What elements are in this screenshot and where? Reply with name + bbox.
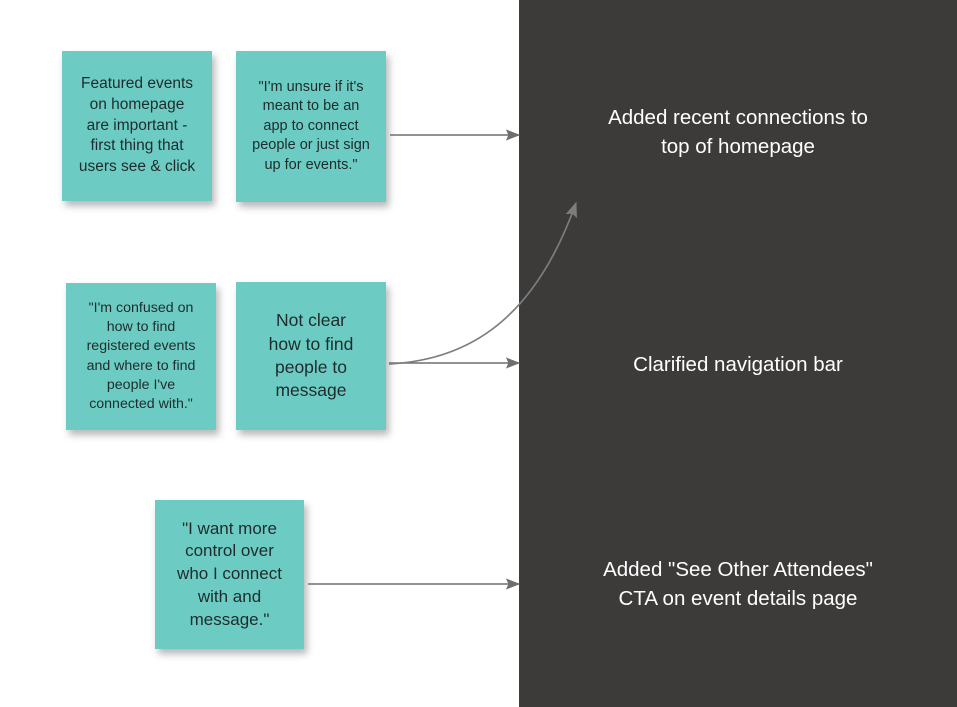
sticky-note-text: "I'm confused on how to find registered … — [86, 300, 196, 412]
sticky-note-app-purpose-unclear: "I'm unsure if it's meant to be an app t… — [236, 51, 386, 202]
sticky-note-find-people-to-message: Not clear how to find people to message — [236, 282, 386, 430]
sticky-note-find-registered-events: "I'm confused on how to find registered … — [66, 283, 216, 430]
outcome-clarified-navigation: Clarified navigation bar — [633, 353, 843, 376]
sticky-note-connection-control: "I want more control over who I connect … — [155, 500, 304, 649]
sticky-note-text: "I want more control over who I connect … — [177, 518, 282, 629]
sticky-note-text: "I'm unsure if it's meant to be an app t… — [252, 78, 370, 173]
sticky-note-featured-events: Featured events on homepage are importan… — [62, 51, 212, 201]
sticky-note-text: Not clear how to find people to message — [268, 310, 354, 401]
sticky-note-text: Featured events on homepage are importan… — [78, 75, 196, 176]
outcomes-panel — [519, 0, 957, 707]
outcome-recent-connections: Added recent connections to top of homep… — [608, 106, 868, 159]
outcome-see-other-attendees: Added "See Other Attendees" CTA on event… — [603, 558, 873, 611]
